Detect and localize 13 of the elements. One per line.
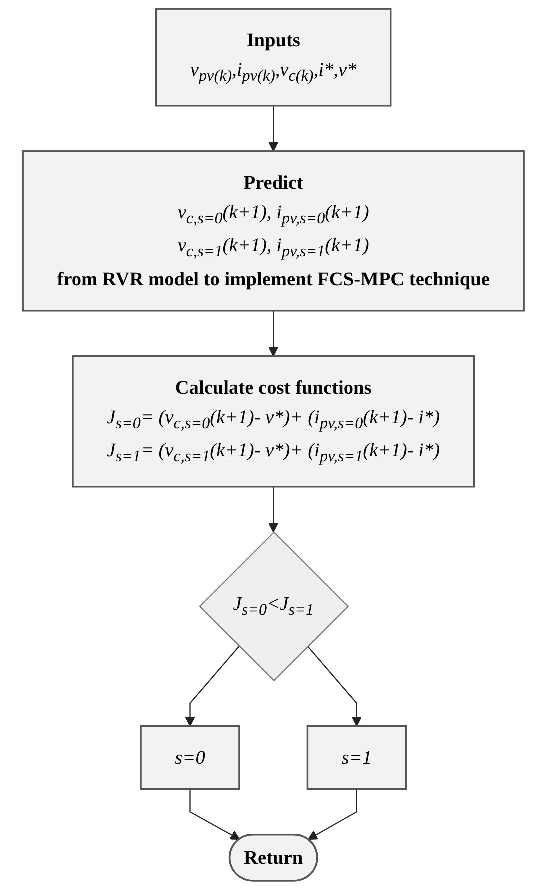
arrow — [268, 486, 278, 533]
node-box: Calculate cost functions J$_{s=0}$= (v$_{c,s=0}$(k+1)- v*)+ (i$_{pv,s=0}$(k+1)- i*) J$_{s=1}$= (v$_{c,s=1}$(k+1)- v*)+ (i$_{pv,s=1}$(k+1)- i*) — [72, 356, 475, 488]
arrow — [308, 789, 358, 840]
arrow — [307, 646, 362, 727]
node-box: s=1 — [306, 725, 407, 790]
arrow — [268, 106, 278, 152]
arrow — [185, 646, 240, 727]
arrow — [190, 789, 240, 840]
arrow — [268, 310, 278, 357]
node-diamond: J$_{s=0}$<J$_{s=1}$ — [199, 532, 350, 682]
node-box: Inputs v$_{pv(k)}$,i$_{pv(k)}$,v$_{c(k)}$,i*,v* — [155, 8, 392, 107]
node-box: Predict v$_{c,s=0}$(k+1), i$_{pv,s=0}$(k+1) v$_{c,s=1}$(k+1), i$_{pv,s=1}$(k+1) from RVR model to implement FCS-MPC technique — [22, 150, 525, 312]
node-box: s=0 — [140, 725, 240, 790]
